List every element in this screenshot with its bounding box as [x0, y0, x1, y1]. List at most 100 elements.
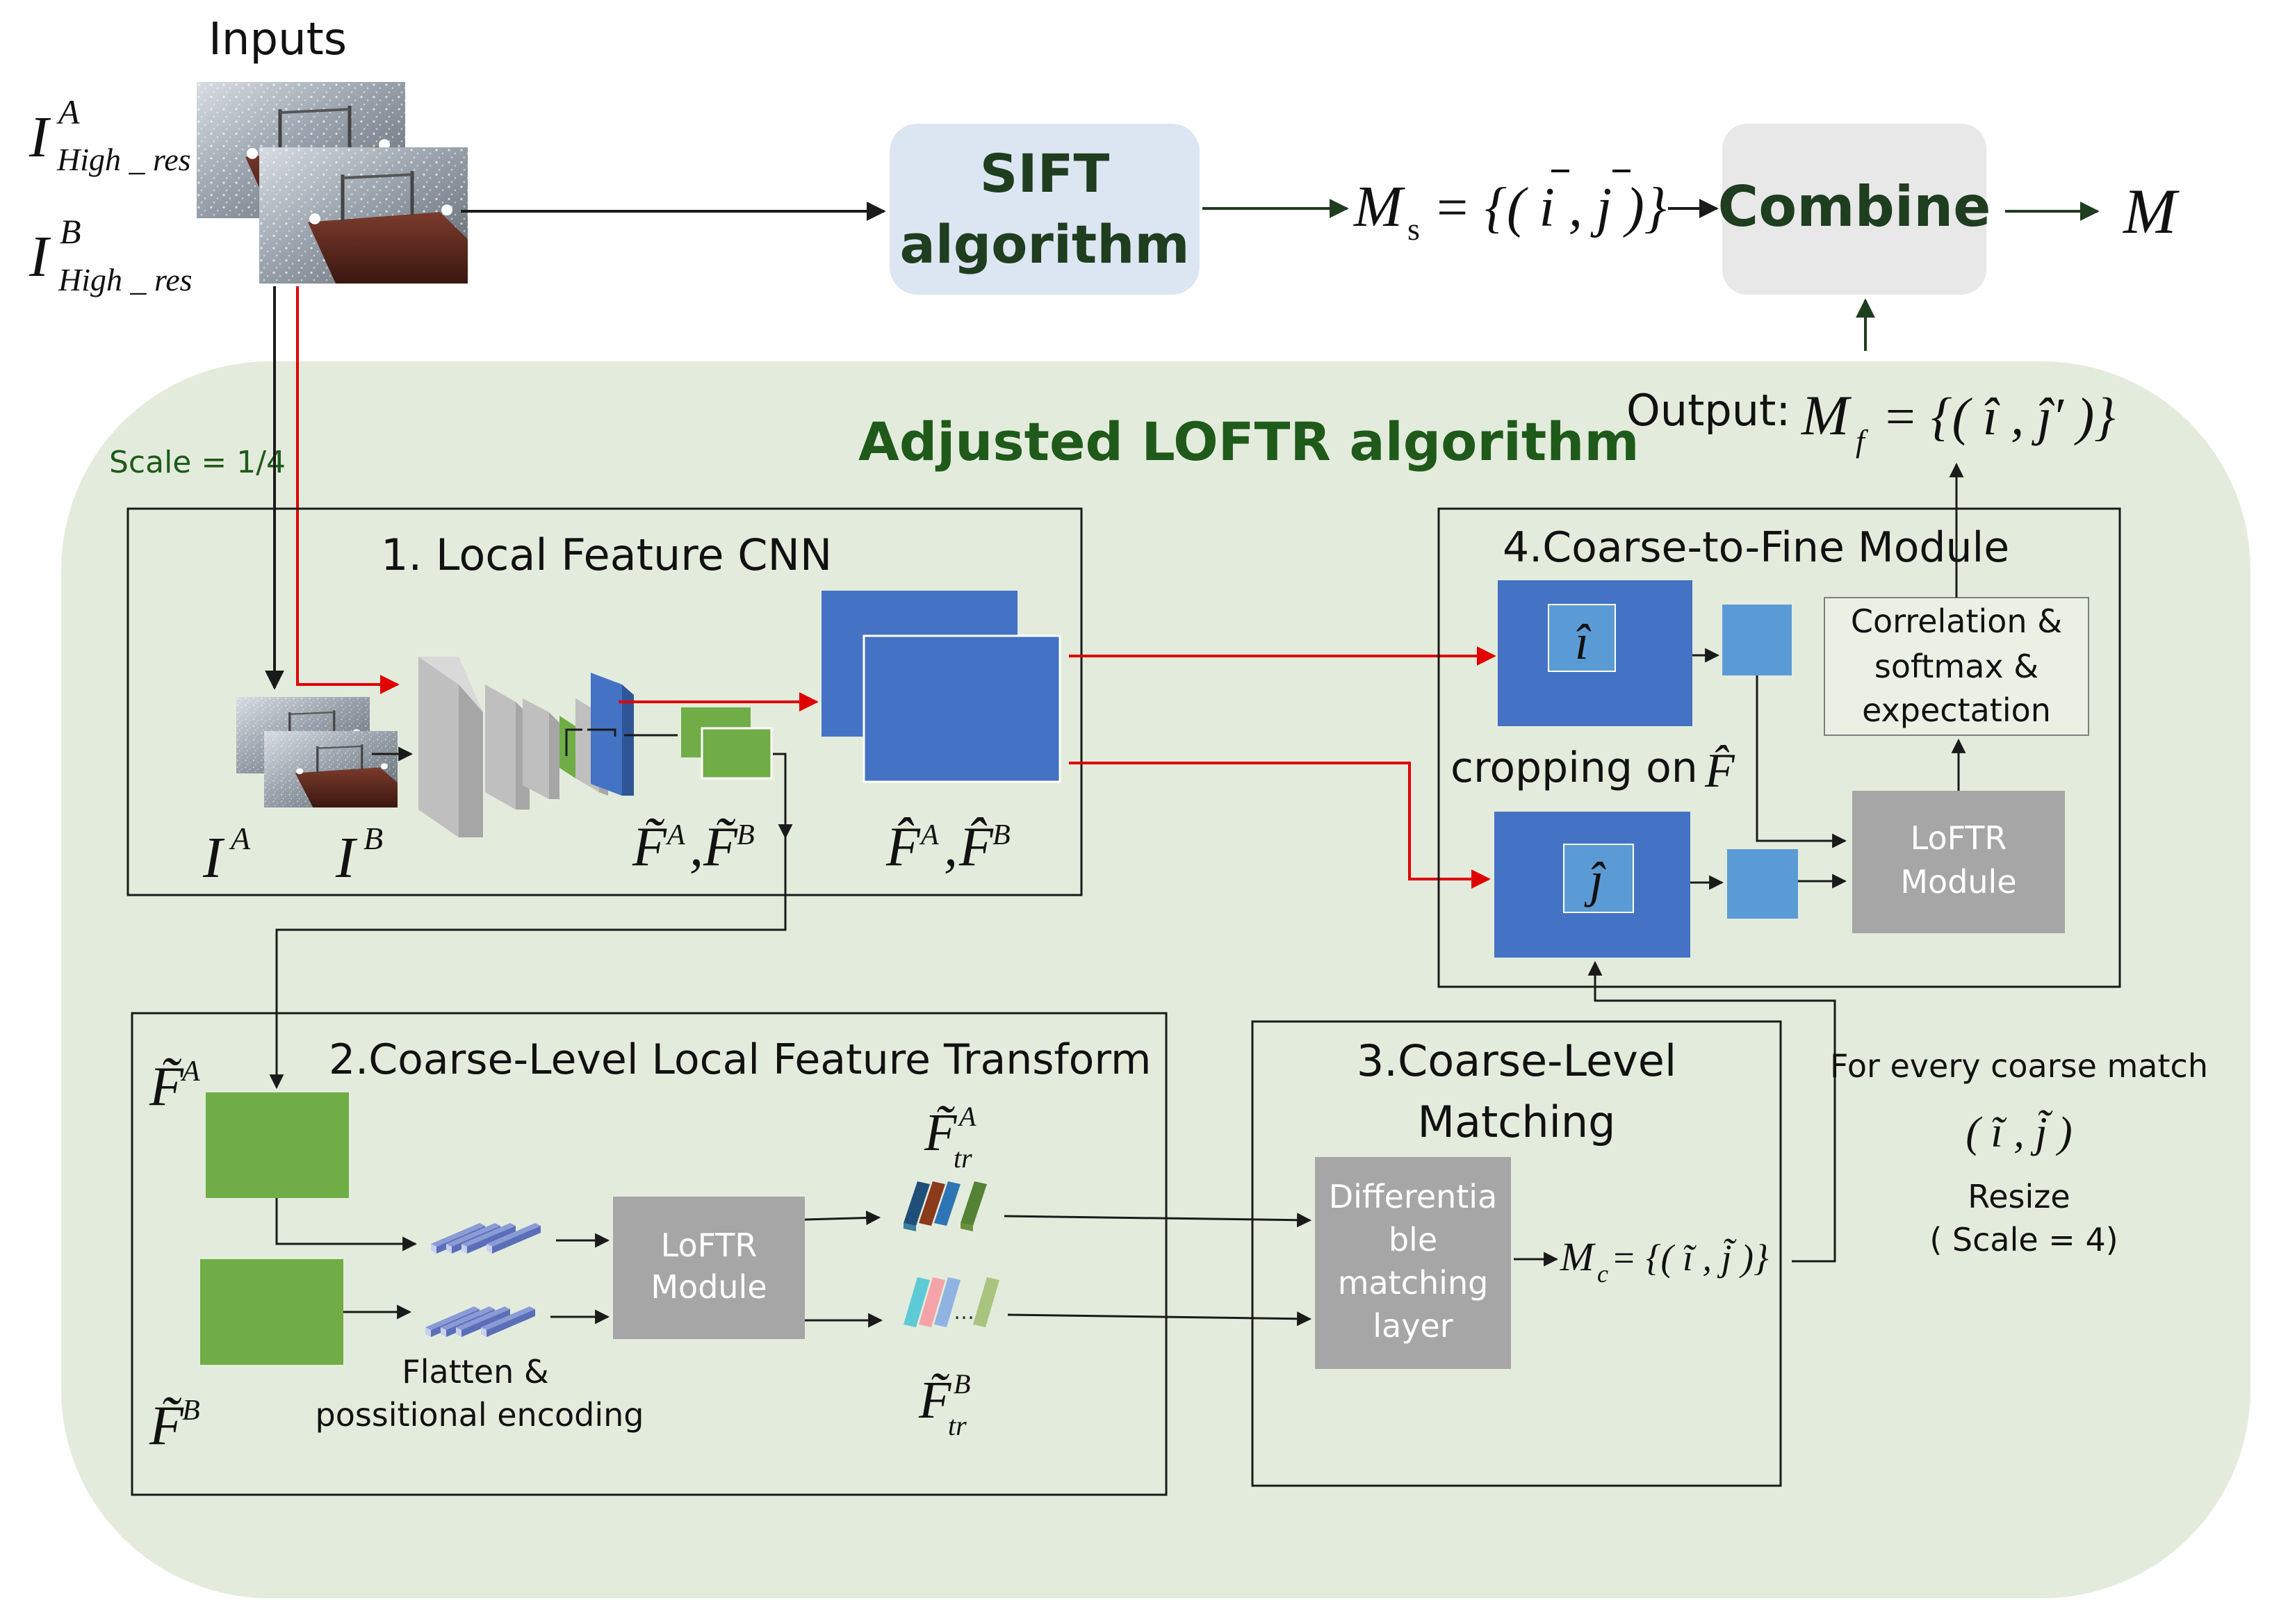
label-ib: I B — [335, 821, 383, 890]
svg-text:A: A — [229, 821, 251, 856]
sift-label-line2: algorithm — [899, 213, 1189, 275]
svg-text:B: B — [737, 819, 755, 851]
svg-text:A: A — [919, 819, 939, 851]
fine-module-title: 4.Coarse-to-Fine Module — [1503, 523, 2009, 572]
svg-text:F̃: F̃ — [924, 1104, 958, 1162]
label-fine-features: F̂ A , F̂ B — [885, 817, 1011, 878]
matching-layer-line2: ble — [1389, 1221, 1437, 1258]
label-ftr-b: F̃ B tr — [918, 1368, 970, 1441]
svg-text:F̂: F̂ — [958, 817, 994, 878]
fine-loftr-module — [1852, 791, 2065, 933]
matching-title-line2: Matching — [1417, 1097, 1615, 1147]
svg-text:M: M — [1560, 1234, 1596, 1279]
svg-text:F̃: F̃ — [149, 1056, 184, 1117]
matching-box — [1251, 1020, 1782, 1487]
loftr-region — [61, 361, 2250, 1598]
svg-text:tr: tr — [954, 1142, 972, 1174]
fine-module-line2: Module — [1900, 863, 2016, 901]
fine-module-box — [1437, 507, 2121, 988]
svg-text:I: I — [202, 826, 225, 890]
arrow-ftr-b-to-matching — [1007, 1311, 1312, 1327]
transformed-bars-b: … — [904, 1277, 999, 1327]
cropping-label: cropping on — [1450, 744, 1698, 792]
sift-box — [890, 124, 1200, 295]
svg-text:A: A — [957, 1101, 976, 1132]
label-ia: I A — [202, 821, 251, 890]
svg-text:,: , — [944, 817, 958, 878]
svg-text:M: M — [1353, 174, 1405, 239]
matching-layer-line3: matching — [1338, 1264, 1489, 1302]
svg-text:c: c — [1597, 1260, 1608, 1288]
coarse-match-scale: ( Scale = 4) — [1929, 1221, 2118, 1258]
combine-label: Combine — [1718, 174, 1991, 239]
mc-formula: M c = {( ĩ , j̃ )} — [1560, 1234, 1769, 1288]
svg-text:F̂: F̂ — [885, 817, 921, 878]
cnn-input-image-b — [263, 730, 399, 809]
svg-text:B: B — [182, 1395, 200, 1427]
transform-title: 2.Coarse-Level Local Feature Transform — [329, 1035, 1151, 1084]
label-f-tilde-b: F̃ B — [149, 1395, 200, 1457]
coarse-match-line1: For every coarse match — [1830, 1047, 2208, 1085]
combine-box — [1722, 124, 1986, 295]
label-coarse-features: F̃ A , F̃ B — [632, 817, 755, 878]
matching-layer-line4: layer — [1373, 1307, 1453, 1345]
label-i-b-high-res: I B High _ res — [28, 212, 193, 297]
arrow-ftr-a-to-matching — [1004, 1213, 1312, 1228]
svg-text:M: M — [1801, 384, 1852, 447]
arrow-mc-to-fine-module — [1587, 960, 1836, 1263]
svg-text:B: B — [60, 212, 81, 251]
svg-text:I: I — [28, 105, 51, 170]
cnn-title: 1. Local Feature CNN — [381, 530, 832, 580]
cnn-box — [126, 507, 1083, 896]
arrow-module-to-ftr-a — [804, 1211, 881, 1226]
arrow-fine-to-j-hat — [1069, 762, 1491, 889]
coarse-map-b — [200, 1259, 343, 1365]
svg-text:I: I — [28, 224, 51, 289]
coarse-match-resize: Resize — [1968, 1178, 2070, 1215]
fine-feature-b — [863, 634, 1061, 783]
transform-box — [131, 1012, 1168, 1496]
correlation-box — [1824, 597, 2089, 736]
corr-line2: softmax & — [1874, 648, 2038, 685]
svg-text:,: , — [689, 817, 703, 878]
arrow-i-crop-to-module — [1756, 675, 1847, 848]
svg-text:tr: tr — [948, 1410, 967, 1441]
label-ftr-a: F̃ A tr — [924, 1101, 976, 1174]
j-hat-patch — [1563, 844, 1634, 913]
scale-label: Scale = 1/4 — [109, 445, 286, 480]
svg-text:B: B — [992, 819, 1011, 851]
svg-text:High _ res: High _ res — [56, 142, 191, 177]
output-m: M — [2122, 176, 2180, 247]
svg-text:High _ res: High _ res — [58, 262, 193, 297]
svg-text:I: I — [335, 826, 358, 890]
arrow-cnn-to-transform — [269, 837, 787, 1090]
coarse-map-a — [206, 1092, 349, 1198]
flatten-label-line2: possitional encoding — [316, 1396, 644, 1434]
transform-loftr-module — [613, 1197, 805, 1339]
svg-text:F̃: F̃ — [632, 817, 667, 878]
svg-text:= {( i , j )}: = {( i , j )} — [1433, 177, 1667, 238]
svg-text:A: A — [180, 1056, 200, 1088]
svg-text:F̃: F̃ — [703, 817, 738, 878]
svg-text:B: B — [363, 821, 383, 856]
cnn-inner-connector — [565, 728, 582, 756]
coarse-match-pair: ( ĩ , j̃ ) — [1965, 1109, 2072, 1156]
svg-text:F̃: F̃ — [918, 1371, 952, 1429]
transform-module-line2: Module — [651, 1268, 767, 1306]
input-image-b — [259, 147, 468, 284]
inputs-label: Inputs — [209, 14, 347, 65]
matching-layer-line1: Differentia — [1329, 1178, 1498, 1215]
svg-text:B: B — [954, 1368, 970, 1400]
ms-formula: M s = {( i , j )} — [1353, 170, 1667, 247]
i-crop-patch — [1722, 605, 1792, 675]
i-hat-patch — [1548, 604, 1616, 672]
corr-line1: Correlation & — [1851, 602, 2062, 640]
sift-label-line1: SIFT — [980, 142, 1110, 204]
label-f-tilde-a: F̃ A — [149, 1056, 200, 1117]
coarse-feature-b — [701, 727, 773, 780]
arrow-map-a-to-flatten — [275, 1198, 418, 1252]
svg-text:A: A — [56, 92, 80, 131]
differentiable-matching-layer — [1315, 1157, 1511, 1369]
arrow-input-down-red — [296, 286, 400, 694]
